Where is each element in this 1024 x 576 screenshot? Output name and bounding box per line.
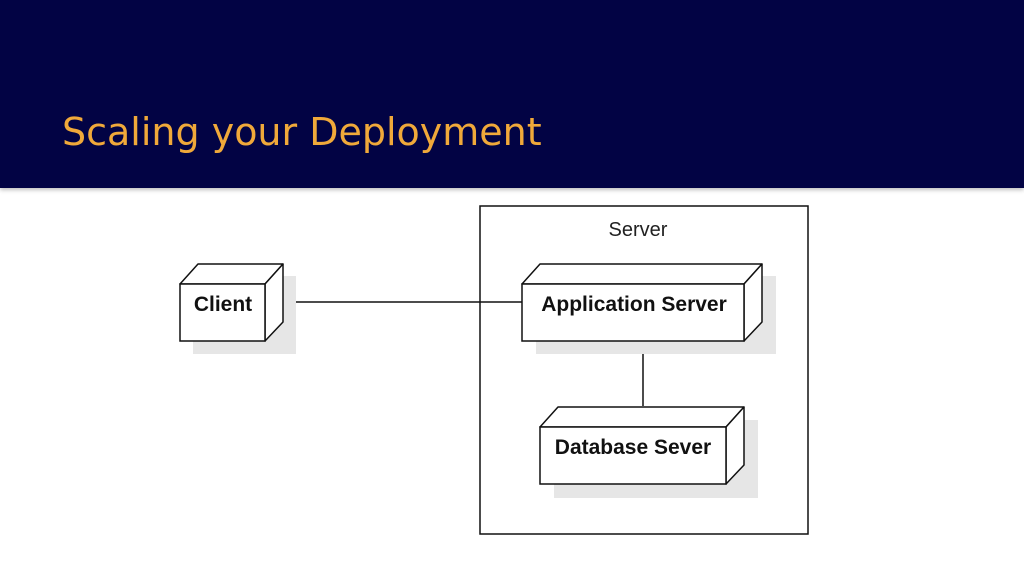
slide-header: Scaling your Deployment (0, 0, 1024, 188)
database-server-node: Database Sever (539, 406, 758, 498)
database-server-label: Database Sever (555, 436, 711, 459)
application-server-label: Application Server (541, 293, 727, 316)
slide-title: Scaling your Deployment (62, 110, 542, 154)
application-server-node: Application Server (521, 263, 776, 354)
client-node: Client (179, 263, 296, 354)
client-node-label: Client (194, 293, 252, 316)
server-frame-label: Server (609, 219, 668, 241)
